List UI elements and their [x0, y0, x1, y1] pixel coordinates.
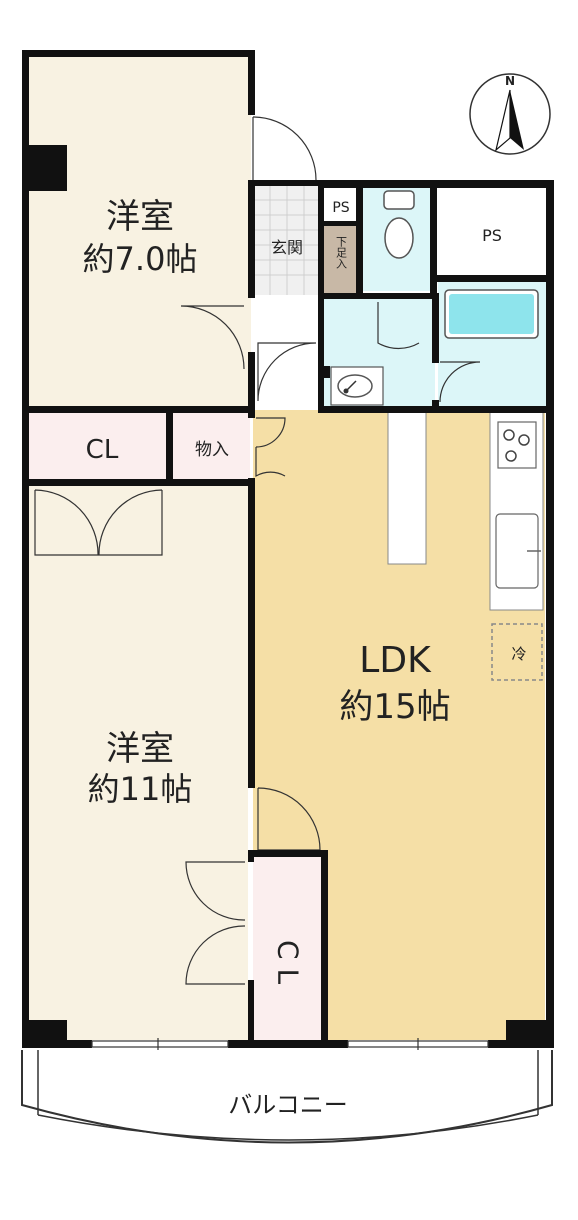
closet-top-floor	[27, 412, 172, 482]
western-room-2-size: 約11帖	[88, 770, 193, 808]
burner	[505, 450, 517, 462]
door-swings	[34, 116, 481, 985]
refrigerator-label: 冷	[511, 645, 526, 663]
western-room-2-name: 洋室	[106, 729, 174, 769]
compass-north-label: N	[505, 74, 515, 88]
entrance-tiles	[253, 185, 321, 295]
hall-floor	[253, 298, 323, 408]
kitchen-column	[387, 411, 427, 565]
western-room-1-size: 約7.0帖	[83, 240, 198, 278]
entrance-label: 玄関	[271, 238, 303, 257]
storage-floor	[172, 412, 250, 482]
north-arrow-icon	[469, 73, 551, 155]
ps-small-floor	[323, 188, 359, 222]
ps-large-label: PS	[482, 226, 502, 245]
burner	[518, 434, 530, 446]
storage-label: 物入	[195, 440, 229, 460]
balcony-label: バルコニー	[228, 1091, 348, 1119]
shoe-box	[323, 225, 358, 293]
windows	[91, 1038, 489, 1050]
ps-small-label: PS	[332, 200, 349, 216]
western-room-1-name: 洋室	[106, 197, 174, 237]
burner	[503, 429, 515, 441]
refrigerator-space	[491, 623, 543, 681]
western-room-2-floor	[27, 485, 248, 1040]
walls	[22, 50, 554, 1048]
washbasin-icon	[330, 366, 384, 406]
ldk-name: LDK	[359, 640, 432, 681]
balcony-outline	[21, 1050, 553, 1144]
closet-top-label: CL	[86, 435, 119, 465]
toilet-icon	[383, 190, 415, 259]
closet-bottom-label: C L	[272, 940, 305, 984]
shoe-box-label: 下足入	[335, 236, 348, 269]
balcony-curve-inner	[37, 1114, 539, 1141]
western-room-1-floor	[27, 56, 251, 409]
bathtub-water	[449, 294, 534, 334]
closet-bottom-floor	[253, 856, 323, 1040]
ldk-size: 約15帖	[339, 687, 450, 727]
stove	[497, 421, 537, 469]
